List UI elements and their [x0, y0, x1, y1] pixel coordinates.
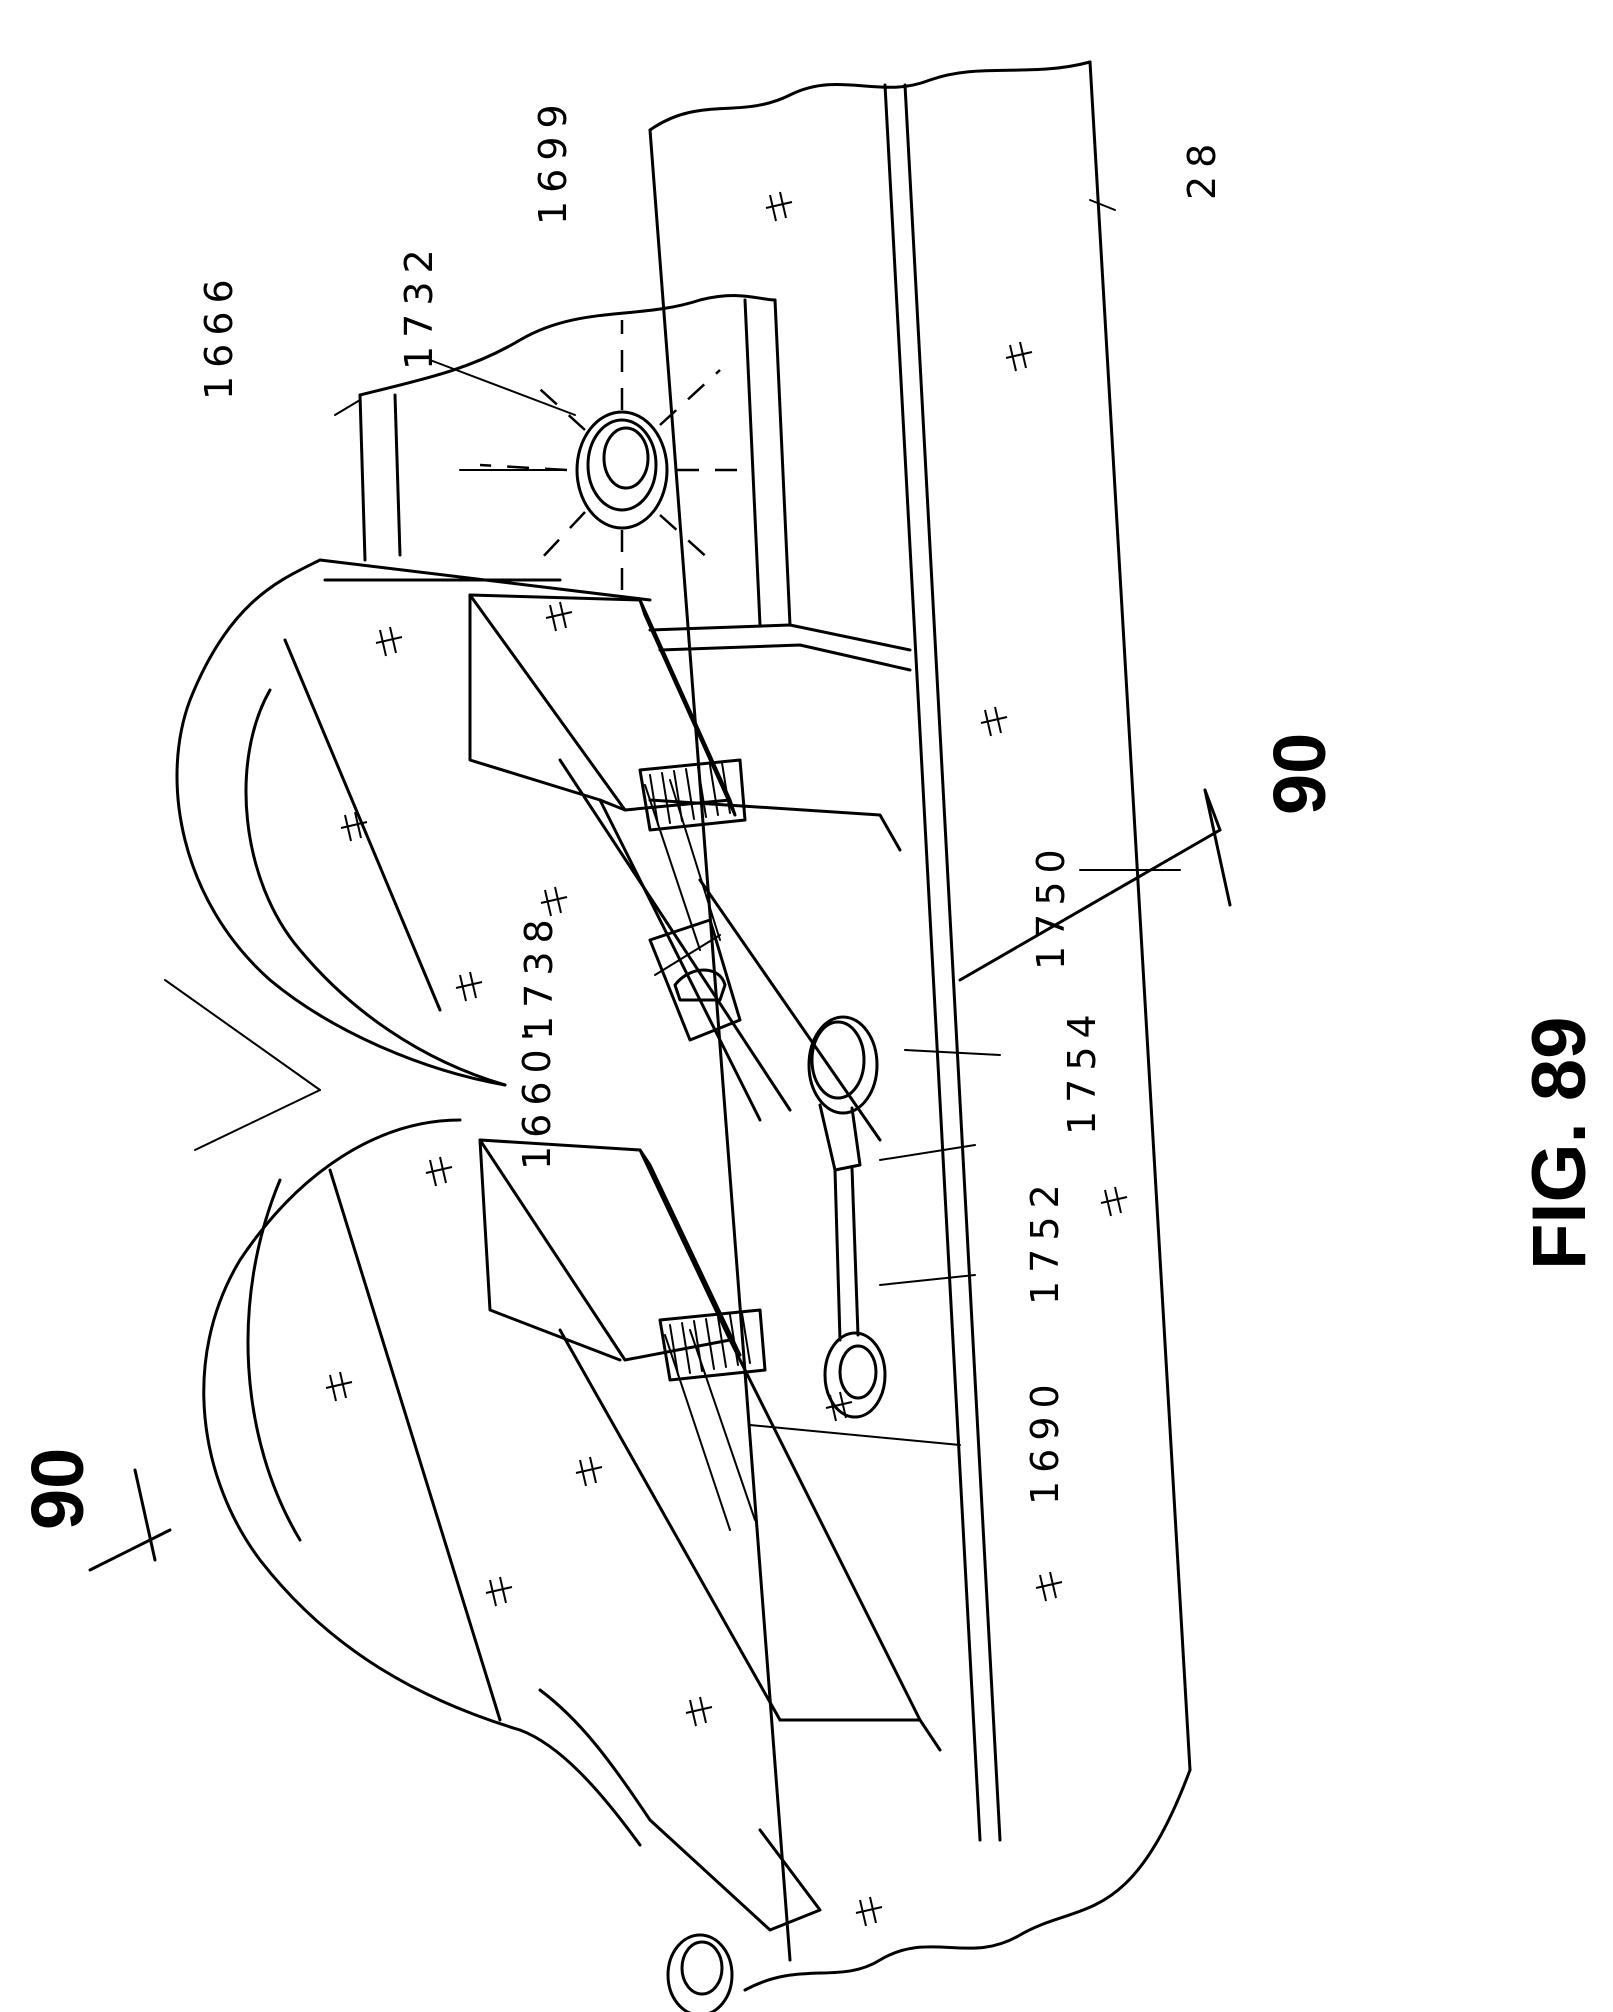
label-1690: 1690: [1023, 1376, 1067, 1505]
ref-label-1666: 1666: [197, 271, 241, 400]
indicator-light-1732: [480, 320, 740, 600]
ref-label-1660: 1660': [515, 1023, 559, 1170]
figure-title-group: FIG. 89: [1517, 1017, 1602, 1270]
ref-label-1754: 1754: [1060, 1006, 1104, 1135]
label-1666: 1666: [197, 271, 241, 400]
label-1699: 1699: [531, 96, 575, 225]
housing-1666: [360, 296, 910, 670]
section-arrow-bottom: [960, 790, 1230, 980]
label-1750: 1750: [1029, 841, 1073, 970]
rail-28: [650, 62, 1190, 1990]
label-1754: 1754: [1060, 1006, 1104, 1135]
label-1732: 1732: [397, 241, 441, 370]
section-marker-90-bottom: 90: [1258, 733, 1341, 815]
ref-label-1750: 1750: [1029, 841, 1073, 970]
section-marker-90-top: 90: [16, 1448, 99, 1530]
ref-label-1752: 1752: [1023, 1176, 1067, 1305]
label-1660: 1660': [515, 1023, 559, 1170]
ref-label-1738: 1738: [517, 911, 561, 1040]
ref-label-1690: 1690: [1023, 1376, 1067, 1505]
ref-label-28: 28: [1180, 136, 1224, 200]
section-arrow-top: [90, 1470, 170, 1570]
label-1752: 1752: [1023, 1176, 1067, 1305]
label-28: 28: [1180, 136, 1224, 200]
section-label-top: 90: [16, 1448, 99, 1530]
section-label-bottom: 90: [1258, 733, 1341, 815]
label-1738: 1738: [517, 911, 561, 1040]
jaw-lower: [204, 1120, 940, 2012]
ref-label-1699: 1699: [531, 96, 575, 225]
ref-label-1732: 1732: [397, 241, 441, 370]
figure-title: FIG. 89: [1517, 1017, 1602, 1270]
release-mechanism-1750: [809, 1017, 885, 1417]
